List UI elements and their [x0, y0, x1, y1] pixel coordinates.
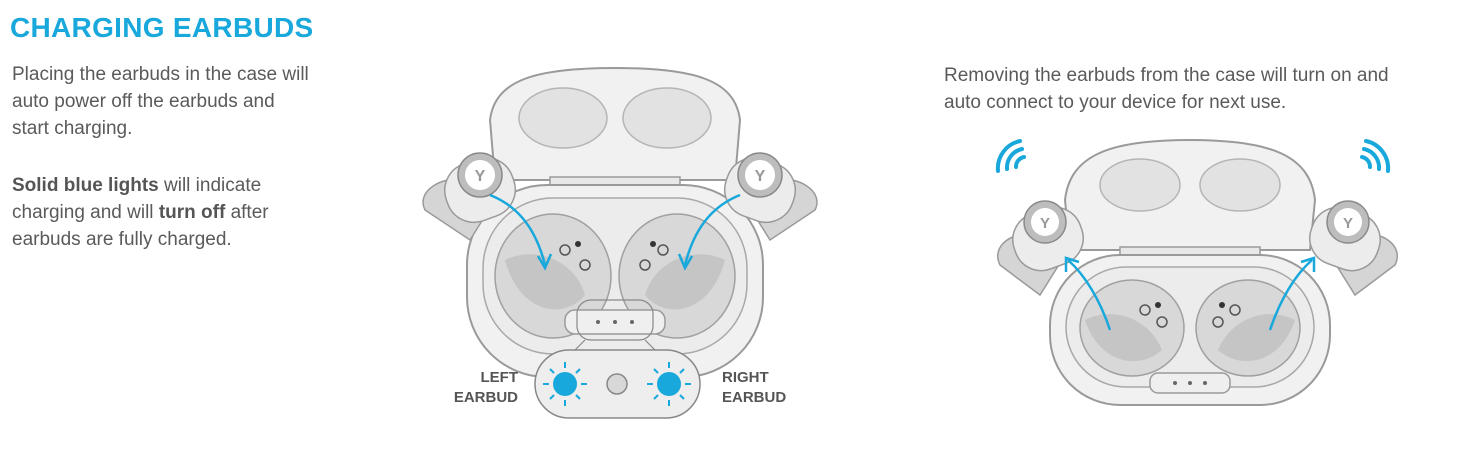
light-indicator-text: Solid blue lights will indicate charging… [12, 172, 332, 253]
removal-instruction-text: Removing the earbuds from the case will … [944, 65, 1389, 113]
led-light-icon [543, 362, 587, 406]
charge-pin-5 [657, 244, 669, 256]
charge-pin-6 [639, 259, 651, 271]
lid-cavity-right [622, 87, 712, 149]
well-left-shade [505, 254, 585, 310]
well-right-shade [645, 254, 725, 310]
lid-cavity-left [518, 87, 608, 149]
right-earbud: Y [723, 152, 818, 242]
wireless-signal-icon [995, 139, 1026, 173]
left-earbud: Y [422, 152, 517, 242]
svg-text:Y: Y [475, 168, 486, 185]
bold-turn-off: turn off [158, 202, 226, 223]
right-earbud: Y [1309, 200, 1398, 297]
left-earbud: Y [997, 200, 1084, 297]
led-light-icon [647, 362, 691, 406]
led-center [606, 373, 628, 395]
arrow-icon [1268, 259, 1313, 331]
charging-case-illustration: Y Y [422, 66, 818, 419]
bold-solid-blue-lights: Solid blue lights [12, 175, 159, 196]
removal-case-illustration: Y Y [995, 138, 1398, 406]
page-title: CHARGING EARBUDS [10, 12, 314, 43]
arrow-icon [1067, 259, 1112, 331]
charging-instruction-text: Placing the earbuds in the case will aut… [12, 64, 309, 139]
wireless-signal-icon [1360, 139, 1391, 173]
svg-text:Y: Y [755, 168, 766, 185]
charge-pin-3 [579, 259, 591, 271]
callout-circle-outline [576, 299, 654, 341]
charge-pin-2 [575, 241, 581, 247]
charge-pin-4 [650, 241, 656, 247]
arrow-icon [683, 193, 741, 266]
arrow-icon [489, 193, 547, 266]
svg-text:Y: Y [1343, 215, 1353, 232]
svg-text:Y: Y [1040, 215, 1050, 232]
text-mid: will indicate charging and will [12, 175, 262, 223]
text-end: after earbuds are fully charged. [12, 202, 269, 250]
charge-pin-1 [559, 244, 571, 256]
